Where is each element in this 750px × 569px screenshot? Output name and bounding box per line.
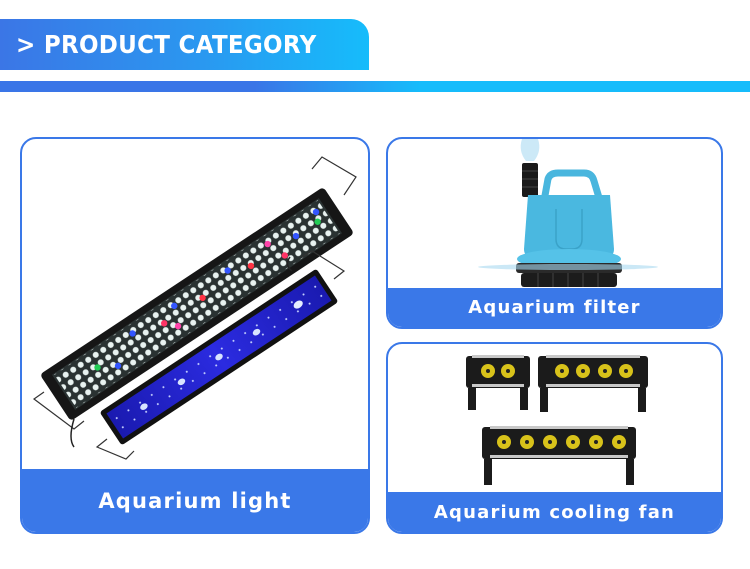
category-card-aquarium-cooling-fan[interactable]: Aquarium cooling fan <box>386 342 723 534</box>
aquarium-cooling-fan-image <box>388 344 721 494</box>
header-tab: > PRODUCT CATEGORY <box>0 19 369 70</box>
header-divider-bar <box>0 81 750 92</box>
aquarium-light-image <box>22 139 368 471</box>
page-title: > PRODUCT CATEGORY <box>16 30 317 59</box>
category-card-aquarium-filter[interactable]: Aquarium filter <box>386 137 723 329</box>
category-label: Aquarium cooling fan <box>388 492 721 532</box>
category-label: Aquarium filter <box>388 288 721 327</box>
aquarium-filter-pump-image <box>388 139 721 290</box>
category-card-aquarium-light[interactable]: Aquarium light <box>20 137 370 534</box>
category-label: Aquarium light <box>22 469 368 532</box>
